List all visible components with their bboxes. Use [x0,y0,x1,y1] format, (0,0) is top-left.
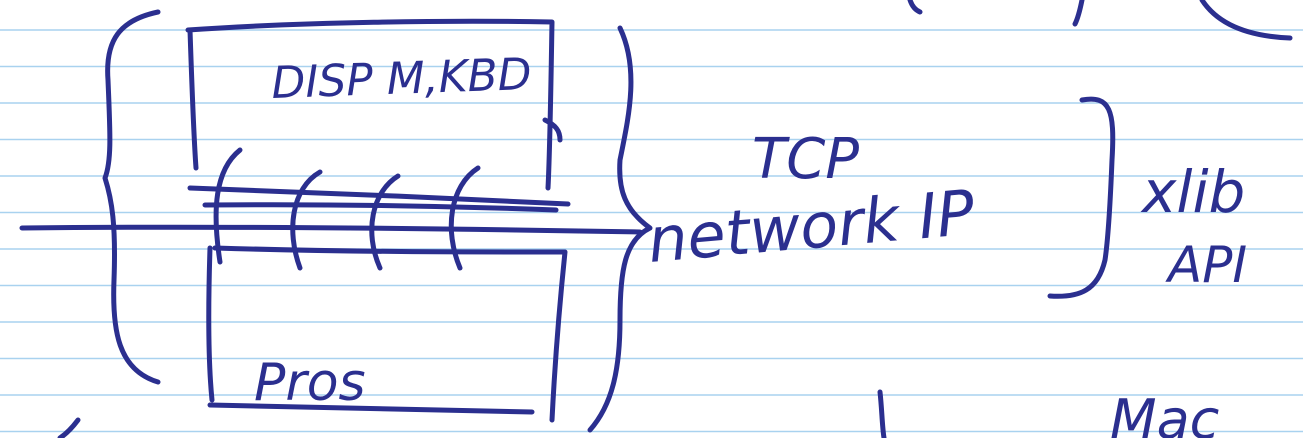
labels: DISP M,KBD TCP network IP xlib API Pros … [254,49,1247,438]
top-left-tick [907,0,923,15]
top-right-tick [1072,0,1085,27]
middle-right-brace [587,25,653,433]
tcp-label: TCP [752,127,859,192]
connection-loop-2 [290,169,323,271]
ink-strokes [19,0,1293,438]
api-label: API [1165,236,1247,294]
top-right-curve [1199,0,1293,41]
display-label: DISP M,KBD [271,49,533,109]
left-curly-brace [102,9,161,385]
connection-loop-4 [448,165,481,271]
network-line [19,224,643,235]
connection-cross-line [202,202,559,213]
connection-loop-1 [213,147,243,265]
connection-loop-3 [369,173,401,271]
xlib-label: xlib [1140,158,1245,226]
display-box [185,18,571,207]
process-label: Pros [254,353,366,413]
bottom-left-tick [57,417,81,438]
bottom-right-stroke [877,389,887,438]
process-box [206,245,568,423]
display-box-inner-bracket [542,117,563,143]
network-bracket [1047,96,1116,299]
bottom-right-label: Mac [1110,388,1219,438]
network-label: network IP [645,176,978,277]
